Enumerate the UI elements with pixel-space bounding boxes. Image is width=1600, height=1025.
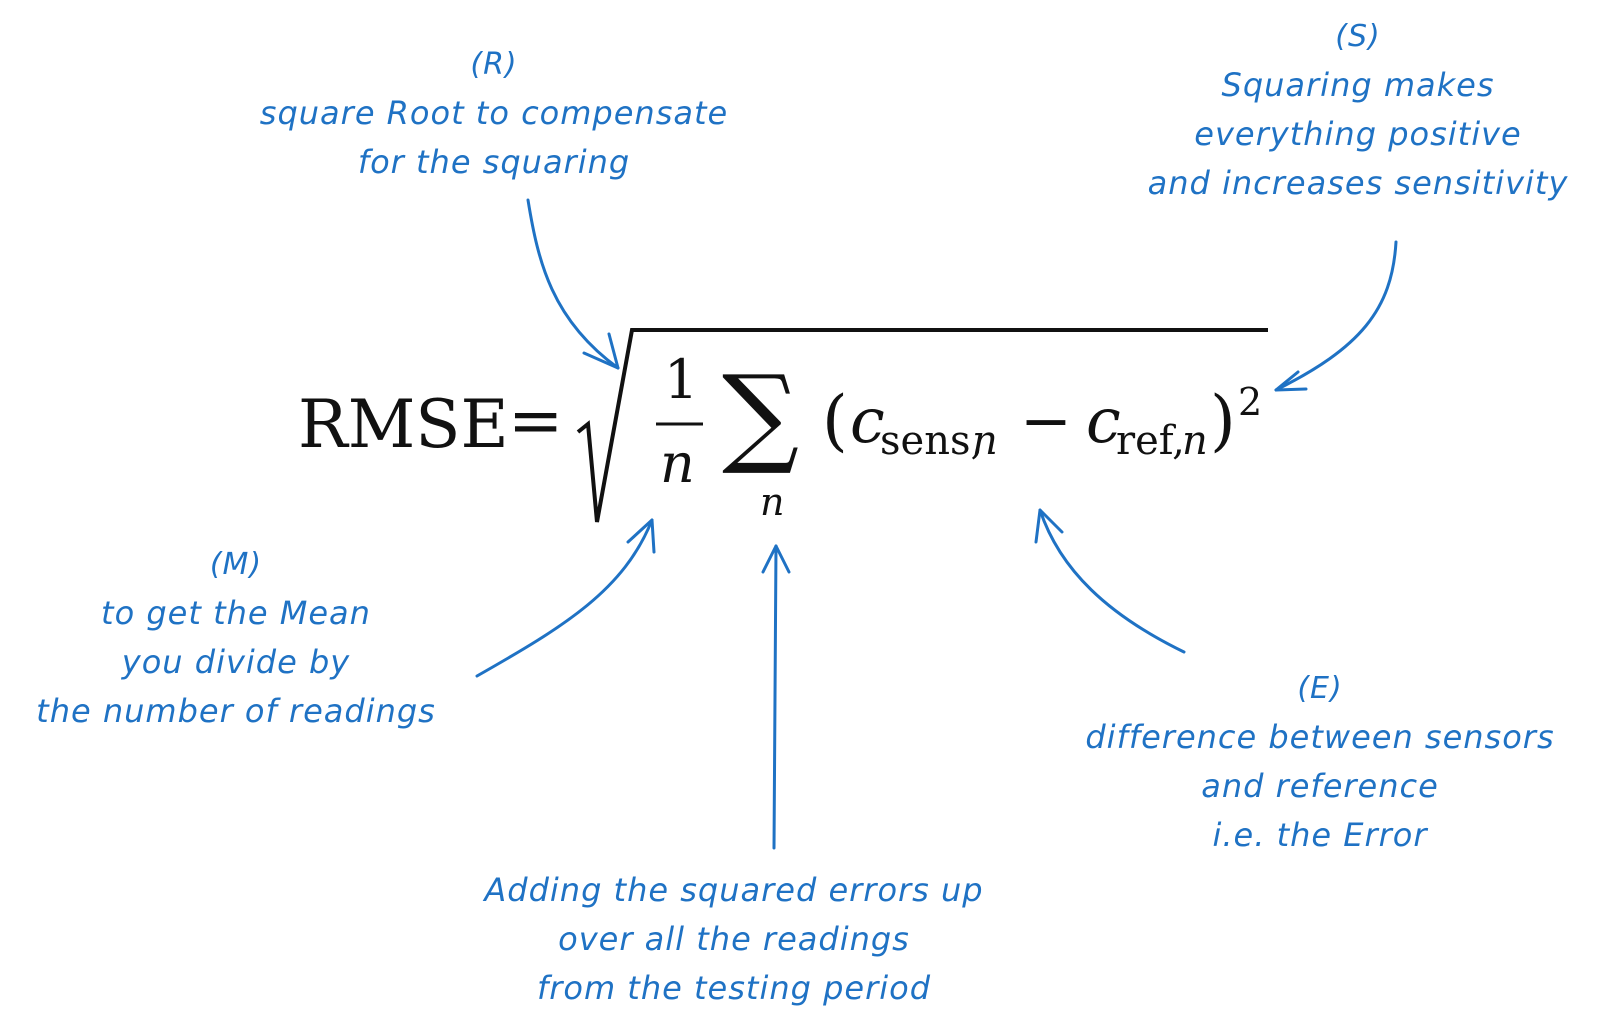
- annotation-s-line-3: and increases sensitivity: [1147, 164, 1569, 202]
- annotation-sum-line-3: from the testing period: [536, 969, 932, 1007]
- annotation-r-line-1: square Root to compensate: [259, 94, 729, 132]
- annotation-s: (S) Squaring makes everything positive a…: [1118, 12, 1598, 208]
- annotation-e: (E) difference between sensors and refer…: [1050, 664, 1590, 860]
- annotation-e-tag: (E): [1297, 671, 1343, 706]
- annotation-s-tag: (S): [1335, 19, 1381, 54]
- annotation-sum-line-1: Adding the squared errors up: [484, 871, 984, 909]
- annotation-sum-line-2: over all the readings: [558, 920, 910, 958]
- square-root-sign: [576, 328, 1268, 523]
- annotation-e-line-2: and reference: [1201, 767, 1439, 805]
- arrow-sum: [761, 544, 791, 850]
- annotation-e-line-3: i.e. the Error: [1212, 816, 1428, 854]
- annotation-s-line-2: everything positive: [1194, 115, 1522, 153]
- annotation-s-line-1: Squaring makes: [1221, 66, 1495, 104]
- annotation-sum: Adding the squared errors up over all th…: [444, 866, 1024, 1013]
- annotation-r-tag: (R): [470, 47, 518, 82]
- arrow-e: [1034, 508, 1186, 654]
- arrow-s: [1274, 240, 1398, 392]
- annotation-m-line-2: you divide by: [121, 643, 351, 681]
- arrow-m: [475, 518, 656, 678]
- arrow-r: [526, 198, 620, 370]
- annotation-m-line-1: to get the Mean: [101, 594, 371, 632]
- annotation-m: (M) to get the Mean you divide by the nu…: [8, 540, 464, 736]
- annotation-e-line-1: difference between sensors: [1085, 718, 1555, 756]
- annotation-r-line-2: for the squaring: [357, 143, 631, 181]
- annotation-m-line-3: the number of readings: [36, 692, 436, 730]
- annotation-m-tag: (M): [209, 547, 263, 582]
- annotation-r: (R) square Root to compensate for the sq…: [224, 40, 764, 187]
